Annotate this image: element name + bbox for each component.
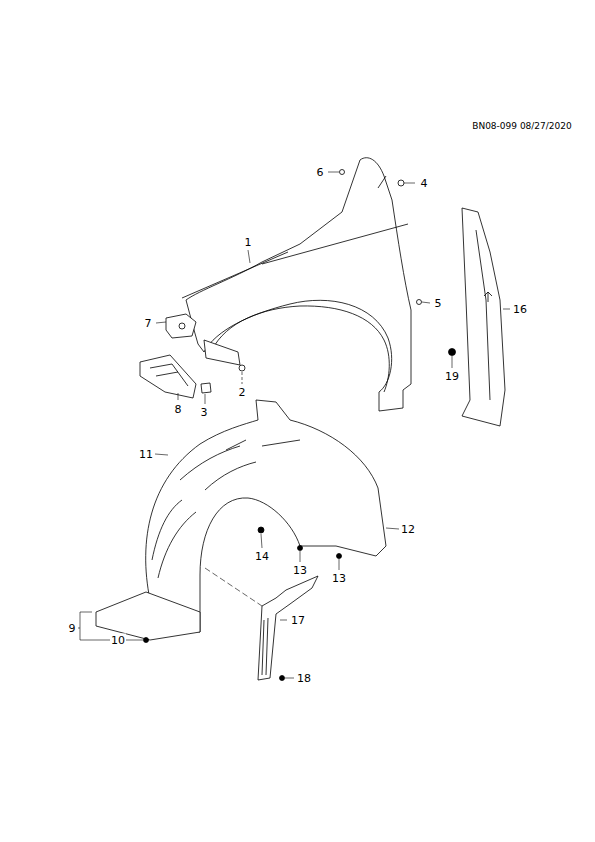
hole — [179, 323, 185, 329]
fastener — [340, 170, 345, 175]
leader-line — [404, 183, 415, 184]
leader-line — [126, 640, 143, 641]
callout-number: 2 — [238, 386, 247, 399]
callout-number: 11 — [138, 448, 154, 461]
fender-crease — [182, 176, 408, 298]
bracket — [166, 314, 196, 338]
strip-ribs — [262, 618, 268, 675]
callout-number: 19 — [444, 370, 460, 383]
insulator — [462, 208, 505, 426]
callout-number: 18 — [296, 672, 312, 685]
leader-line — [242, 372, 243, 384]
leader-line — [156, 322, 166, 323]
callout-number: 8 — [174, 403, 183, 416]
leader-line — [285, 678, 294, 679]
fender — [186, 158, 411, 411]
callout-number: 1 — [244, 236, 253, 249]
fender-mount — [204, 340, 240, 365]
leader-line — [280, 620, 287, 621]
fastener — [449, 349, 456, 356]
callout-number: 13 — [292, 564, 308, 577]
liner-vents — [152, 440, 300, 578]
bracket-detail — [150, 364, 188, 386]
liner-strip — [258, 576, 318, 680]
fender-flange — [212, 306, 389, 392]
fastener — [398, 180, 404, 186]
fastener — [417, 300, 422, 305]
leader-line — [328, 172, 339, 173]
leader-line — [248, 250, 250, 263]
leader-line — [300, 551, 301, 562]
fastener — [337, 554, 342, 559]
leader-line — [178, 393, 179, 400]
leader-line — [503, 309, 510, 310]
callout-number: 7 — [144, 317, 153, 330]
callout-number: 10 — [110, 634, 126, 647]
bracket — [140, 355, 196, 398]
insulator-detail — [476, 230, 492, 400]
leader-line — [386, 528, 399, 529]
parts — [96, 158, 505, 681]
fastener — [298, 546, 303, 551]
nut — [239, 365, 245, 371]
wheelhouse-liner — [146, 400, 386, 632]
callout-number: 13 — [331, 572, 347, 585]
callout-number: 5 — [434, 297, 443, 310]
leader-line — [205, 568, 262, 606]
leader-line — [422, 302, 430, 303]
leader-lines — [78, 172, 510, 678]
leader-line — [155, 454, 168, 455]
clip — [201, 383, 211, 393]
callout-number: 16 — [512, 303, 528, 316]
callout-number: 4 — [420, 177, 429, 190]
callout-number: 3 — [200, 406, 209, 419]
callout-number: 9 — [68, 622, 77, 635]
leader-line — [78, 612, 110, 640]
fastener — [144, 638, 149, 643]
leader-line — [261, 534, 262, 548]
fastener — [258, 527, 264, 533]
leader-line — [205, 394, 206, 404]
callout-number: 6 — [316, 166, 325, 179]
callout-number: 14 — [254, 550, 270, 563]
callout-number: 17 — [290, 614, 306, 627]
drawing-id: BN08-099 08/27/2020 — [471, 120, 573, 133]
fastener — [280, 676, 285, 681]
leader-line — [339, 559, 340, 570]
leader-line — [452, 356, 453, 368]
callout-number: 12 — [400, 523, 416, 536]
